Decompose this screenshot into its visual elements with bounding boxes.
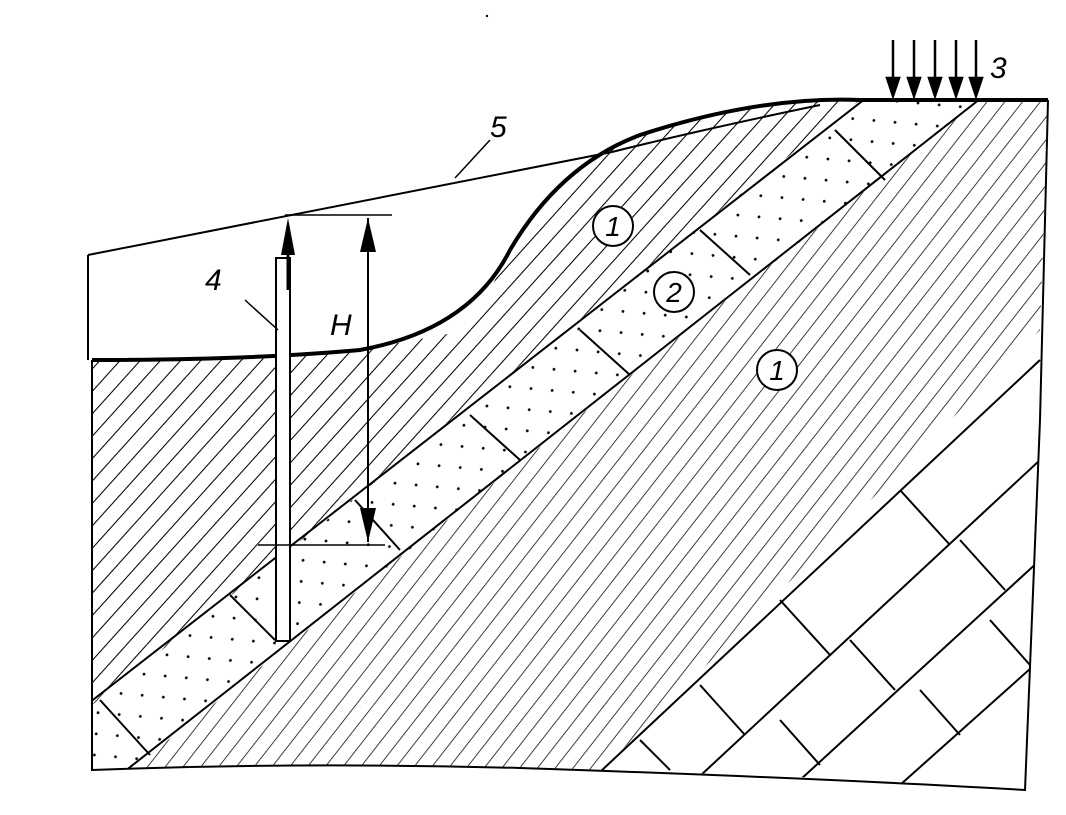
head-arrow-top — [360, 218, 376, 252]
boundary-sand-clay — [119, 99, 986, 776]
clay-layer-lower — [130, 100, 1048, 772]
label-piezometric-surface: 5 — [490, 111, 507, 144]
sand-joint — [699, 229, 751, 276]
label-sand-layer: 2 — [665, 277, 682, 308]
sand-aquifer-layer — [92, 100, 980, 770]
label-well: 4 — [205, 264, 222, 297]
ground-surface-inner — [611, 104, 821, 153]
piezometric-surface-line — [87, 151, 613, 360]
sand-joint — [834, 129, 886, 181]
head-arrow-bottom — [360, 508, 376, 542]
sand-joint — [229, 594, 276, 641]
ground-surface — [91, 97, 1048, 362]
label-recharge: 3 — [990, 52, 1007, 85]
well-casing — [275, 257, 291, 642]
section-frame — [91, 99, 1049, 792]
leader-5 — [454, 139, 491, 179]
label-head: H — [330, 309, 352, 342]
recharge-arrows — [885, 40, 984, 100]
print-speck — [485, 14, 489, 18]
label-clay-lower: 1 — [769, 355, 785, 386]
label-circle-1-upper — [592, 205, 634, 247]
label-clay-upper: 1 — [605, 211, 621, 242]
sand-joint — [99, 699, 151, 756]
well-water-arrow-head — [281, 218, 295, 255]
sand-joint — [469, 414, 521, 461]
boundary-clay-sand — [92, 99, 871, 711]
sand-joint — [579, 329, 631, 376]
label-circle-2 — [653, 271, 695, 313]
leader-4 — [244, 299, 279, 331]
bedrock-limestone — [599, 359, 1041, 786]
label-circle-1-lower — [756, 349, 798, 391]
